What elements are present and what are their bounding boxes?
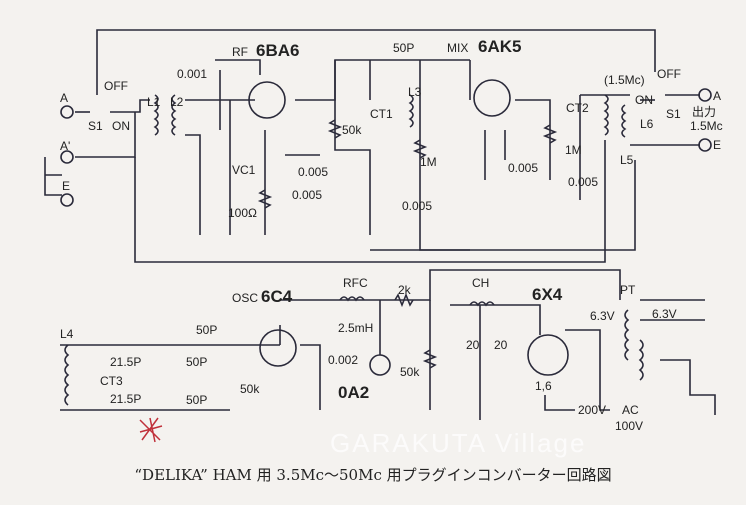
s1-left-label: S1 [88,119,103,133]
coil-l3 [408,94,414,128]
term-e-label: E [62,179,70,193]
output-terminal-a-icon [698,88,712,102]
rf-label: RF [232,45,248,59]
tube-0a2-symbol [369,354,391,376]
c-0005-a-label: 0.005 [298,165,328,179]
tube-6x4-symbol [527,334,569,376]
c-50p-b-label: 50P [186,393,207,407]
tube-6ak5-label: 6AK5 [478,37,521,56]
r-1m-b-label: 1M [565,143,582,157]
resistor-50k-vr [422,349,438,369]
on-right-label: ON [635,93,653,107]
c-0002-label: 0.002 [328,353,358,367]
resistor-100 [257,189,273,209]
resistor-50k-rf [327,119,343,139]
c-20-a-label: 20 [466,338,480,352]
v63-b-label: 6.3V [652,307,677,321]
on-left-label: ON [112,119,130,133]
ct3-label: CT3 [100,374,123,388]
r-1m-a-label: 1M [420,155,437,169]
c-0005-e-label: 0.005 [568,175,598,189]
resistor-2k [394,292,414,308]
tube-6c4-label: 6C4 [261,287,293,306]
wires [44,29,716,420]
transformer-secondary [638,339,644,381]
c-0005-d-label: 0.005 [508,161,538,175]
l2-label: L2 [170,95,184,109]
ct2-label: CT2 [566,101,589,115]
r-50k-osc-label: 50k [240,382,260,396]
l1-label: L1 [147,95,161,109]
diagram-caption: “DELIKA” HAM 用 3.5Mc〜50Mc 用プラグインコンバーター回路… [134,466,612,484]
tube-6x4-label: 6X4 [532,285,563,304]
terminal-a-icon [60,105,74,119]
c-50p-a-label: 50P [186,355,207,369]
c-50p-top-label: 50P [393,41,414,55]
l3-label: L3 [408,85,422,99]
tube-6ak5-symbol [473,79,511,117]
pt-label: PT [620,283,636,297]
tube-6ba6-label: 6BA6 [256,41,299,60]
l4-label: L4 [60,327,74,341]
v63-a-label: 6.3V [590,309,615,323]
off-right-label: OFF [657,67,681,81]
term-a2-label: A' [60,139,70,153]
off-left-label: OFF [104,79,128,93]
transformer-primary [624,309,630,361]
c-0005-c-label: 0.005 [402,199,432,213]
ch-label: CH [472,276,489,290]
c-0005-b-label: 0.005 [292,188,322,202]
labels: RF 6BA6 50P MIX 6AK5 0.001 OFF A S1 ON L… [60,37,723,458]
c-215-b-label: 21.5P [110,392,141,406]
r-50k-vr-label: 50k [400,365,420,379]
ac-label: AC [622,403,639,417]
rfc-label: RFC [343,276,368,290]
r-100-label: 100Ω [228,206,257,220]
coil-rfc [339,296,365,302]
rfc-val-label: 2.5mH [338,321,373,335]
ac-v-label: 100V [615,419,643,433]
terminal-e-icon [60,193,74,207]
terminal-a2-icon [60,150,74,164]
choke-ch [469,301,495,307]
out-freq-label: 1.5Mc [690,119,723,133]
c-20-b-label: 20 [494,338,508,352]
v200-label: 200V [578,403,606,417]
freq-out-paren-label: (1.5Mc) [604,73,645,87]
vc1-label: VC1 [232,163,256,177]
c-50p-osc-label: 50P [196,323,217,337]
c-0001-label: 0.001 [177,67,207,81]
s1-right-label: S1 [666,107,681,121]
coil-l2 [171,94,177,136]
pins-16-label: 1,6 [535,379,552,393]
coil-l5 [603,94,609,136]
ct1-label: CT1 [370,107,393,121]
l6-label: L6 [640,117,654,131]
resistor-1m-a [412,139,428,159]
watermark: GARAKUTA Village [330,428,586,458]
tube-6c4-symbol [259,329,297,367]
c-215-a-label: 21.5P [110,355,141,369]
osc-label-label: OSC [232,291,258,305]
resistor-1m-b [542,124,558,144]
term-a-label: A [60,91,68,105]
tube-6ba6-symbol [248,81,286,119]
coil-l6 [621,104,627,138]
out-a-label: A [713,89,721,103]
coil-l4 [64,344,70,406]
out-label-label: 出力 [692,105,716,119]
r-2k-label: 2k [398,283,412,297]
ground-hatch [139,417,163,443]
mix-label: MIX [447,41,468,55]
r-50k-rf-label: 50k [342,123,362,137]
coil-l1 [153,94,159,136]
output-terminal-e-icon [698,138,712,152]
tube-0a2-label: 0A2 [338,383,369,402]
l5-label: L5 [620,153,634,167]
components [60,79,712,406]
out-e-label: E [713,138,721,152]
